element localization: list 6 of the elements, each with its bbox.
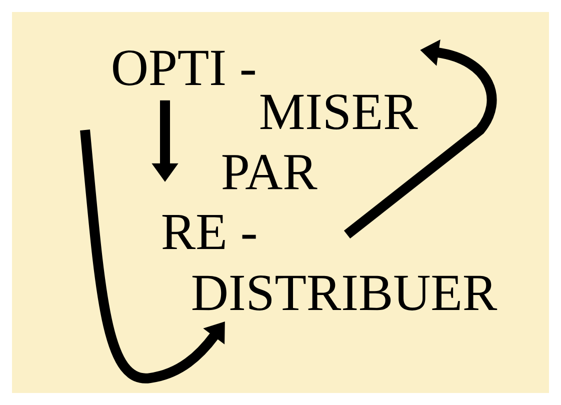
word: PAR	[222, 154, 318, 190]
arrow	[80, 130, 225, 383]
word: MISER	[260, 94, 418, 130]
word: RE -	[162, 214, 256, 250]
word: DISTRIBUER	[192, 276, 498, 310]
word: OPTI -	[113, 50, 255, 86]
